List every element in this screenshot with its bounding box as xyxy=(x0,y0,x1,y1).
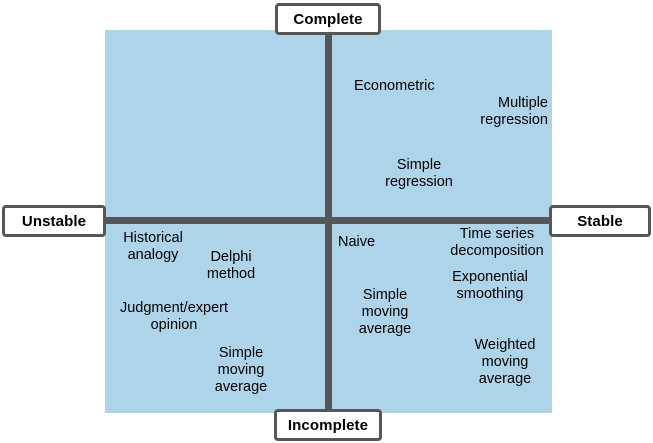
method-weighted-moving-average: Weighted moving average xyxy=(474,337,536,387)
axis-label-unstable: Unstable xyxy=(2,205,106,237)
horizontal-axis xyxy=(105,217,552,224)
method-econometric: Econometric xyxy=(354,78,435,94)
axis-label-complete: Complete xyxy=(275,3,381,35)
method-simple-moving-average-right: Simple moving average xyxy=(358,287,412,337)
method-multiple-regression: Multiple regression xyxy=(480,95,548,128)
method-judgment-expert-opinion: Judgment/expert opinion xyxy=(119,300,228,333)
method-simple-moving-average-left: Simple moving average xyxy=(214,345,268,395)
method-exponential-smoothing: Exponential smoothing xyxy=(452,269,528,302)
axis-label-incomplete: Incomplete xyxy=(274,409,382,441)
method-delphi-method: Delphi method xyxy=(206,249,256,282)
method-historical-analogy: Historical analogy xyxy=(123,230,183,263)
method-time-series-decomposition: Time series decomposition xyxy=(450,226,544,259)
method-simple-regression: Simple regression xyxy=(385,157,453,190)
method-naive: Naive xyxy=(338,234,376,250)
axis-label-stable: Stable xyxy=(549,205,651,237)
